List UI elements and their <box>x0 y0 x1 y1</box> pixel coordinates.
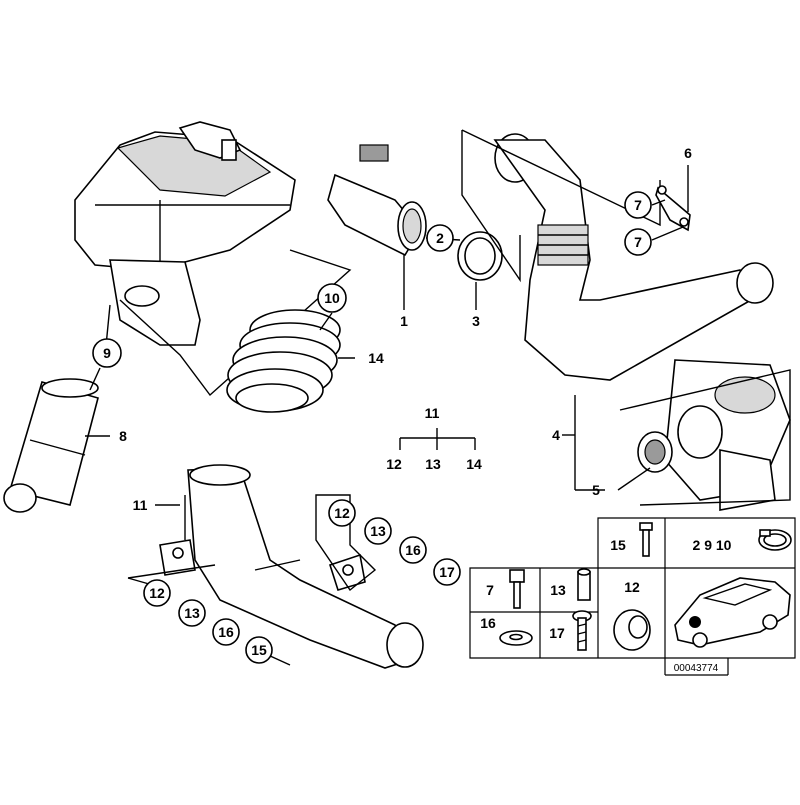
callout-2: 2 <box>426 224 454 252</box>
table-label-2-9-10: 2 9 10 <box>693 537 732 553</box>
label-4: 4 <box>552 427 560 443</box>
label-8: 8 <box>119 428 127 444</box>
label-6: 6 <box>684 145 692 161</box>
bolt-15-icon <box>639 522 653 557</box>
table-label-7: 7 <box>486 582 494 598</box>
intake-snorkel-8 <box>3 378 99 513</box>
car-location-icon <box>674 577 791 648</box>
turbocharger-5 <box>619 359 791 511</box>
air-mass-meter-1 <box>327 144 427 257</box>
callout-13b-text: 13 <box>184 605 200 621</box>
sleeve-13-icon <box>577 568 591 601</box>
label-11a: 11 <box>133 497 148 513</box>
label-11b: 11 <box>425 405 440 421</box>
label-14: 14 <box>368 350 384 366</box>
screw-17-icon <box>572 610 592 651</box>
callout-15b: 15 <box>245 636 273 664</box>
callout-10: 10 <box>317 283 347 313</box>
table-label-13: 13 <box>550 582 566 598</box>
callout-17a: 17 <box>433 558 461 586</box>
callout-15b-text: 15 <box>251 642 267 658</box>
label-1: 1 <box>400 313 408 329</box>
bolt-7-icon <box>509 569 525 609</box>
callout-13a-text: 13 <box>370 523 386 539</box>
callout-7b-text: 7 <box>634 234 642 250</box>
callout-7a: 7 <box>624 191 652 219</box>
parts-table: 15 2 9 10 7 13 12 16 17 00043774 <box>469 517 796 676</box>
callout-7a-text: 7 <box>634 197 642 213</box>
callout-17a-text: 17 <box>439 564 455 580</box>
label-3: 3 <box>472 313 480 329</box>
intake-duct-11 <box>159 464 424 669</box>
seal-ring-3 <box>457 130 521 283</box>
label-group-14: 14 <box>466 456 482 472</box>
callout-2-text: 2 <box>436 230 444 246</box>
callout-12b-text: 12 <box>149 585 165 601</box>
callout-16b-text: 16 <box>218 624 234 640</box>
air-filter-housing <box>74 121 352 397</box>
callout-9: 9 <box>92 338 122 368</box>
callout-7b: 7 <box>624 228 652 256</box>
label-group-13: 13 <box>425 456 441 472</box>
callout-16a-text: 16 <box>405 542 421 558</box>
callout-16b: 16 <box>212 618 240 646</box>
document-number: 00043774 <box>674 663 719 674</box>
callout-9-text: 9 <box>103 345 111 361</box>
location-marker-icon <box>689 616 701 628</box>
callout-13a: 13 <box>364 517 392 545</box>
callout-10-text: 10 <box>324 290 340 306</box>
clamp-6 <box>655 185 691 232</box>
label-5: 5 <box>592 482 600 498</box>
leader-lines <box>85 165 689 666</box>
callout-12a-text: 12 <box>334 505 350 521</box>
bellows-hose-10 <box>226 309 341 413</box>
callout-12a: 12 <box>328 499 356 527</box>
callout-13b: 13 <box>178 599 206 627</box>
hose-clamp-icon <box>758 529 792 551</box>
table-label-16: 16 <box>480 615 496 631</box>
charge-pipe-4 <box>461 129 774 381</box>
callout-16a: 16 <box>399 536 427 564</box>
callout-12b: 12 <box>143 579 171 607</box>
label-group-12: 12 <box>386 456 402 472</box>
table-label-17: 17 <box>549 625 565 641</box>
table-label-15: 15 <box>610 537 626 553</box>
washer-16-icon <box>499 630 533 646</box>
grommet-12-icon <box>613 609 651 651</box>
table-label-12: 12 <box>624 579 640 595</box>
